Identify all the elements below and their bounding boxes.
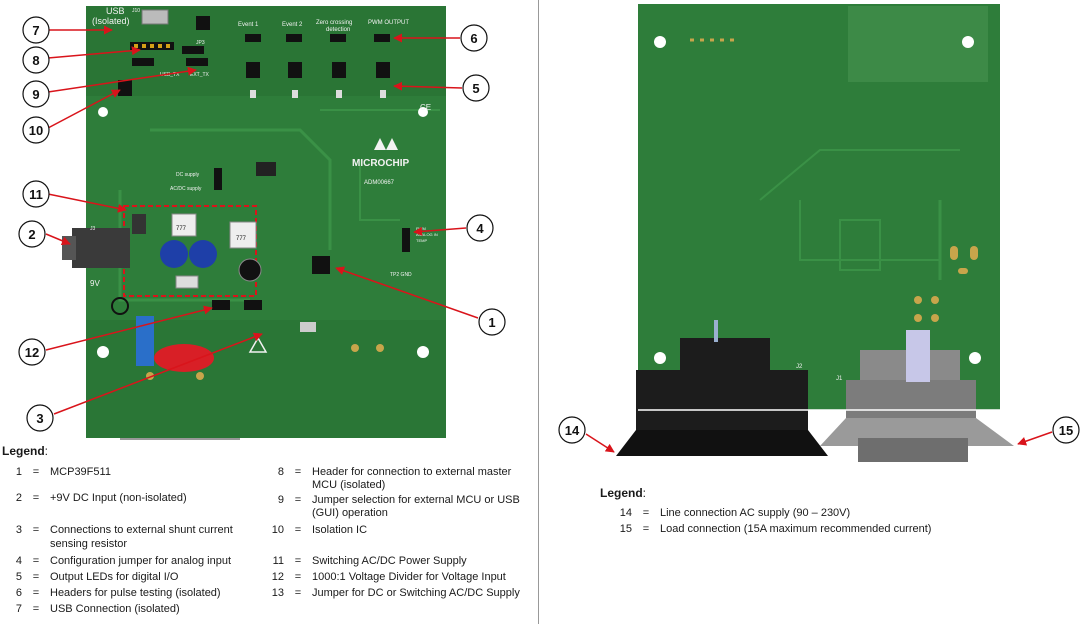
legend-item-9-cont: (GUI) operation	[312, 507, 388, 519]
legend-item-6: 6=Headers for pulse testing (isolated)	[15, 587, 221, 599]
right-callouts	[558, 416, 1080, 453]
legend-item-15: 15=Load connection (15A maximum recommen…	[619, 523, 932, 535]
legend-item-12: 12=1000:1 Voltage Divider for Voltage In…	[271, 571, 506, 583]
legend-item-4: 4=Configuration jumper for analog input	[15, 555, 232, 567]
left-legend-title: Legend:	[2, 444, 49, 458]
temp-label: TEMP	[416, 238, 427, 243]
callout-2: 2	[28, 227, 35, 242]
legend-item-8: 8=Header for connection to external mast…	[277, 466, 512, 478]
callout-15: 15	[1059, 423, 1073, 438]
legend-item-2: 2=+9V DC Input (non-isolated)	[15, 492, 187, 504]
legend-item-10: 10=Isolation IC	[271, 524, 368, 536]
acdc-supply-label: AC/DC supply	[170, 186, 202, 192]
j3-label: J3	[90, 226, 96, 232]
dc-supply-label: DC supply	[176, 172, 200, 178]
callout-10: 10	[29, 123, 43, 138]
pwm-label: PWM	[416, 226, 426, 231]
header-pwm-label: PWM OUTPUT	[368, 20, 409, 26]
callout-14: 14	[565, 423, 580, 438]
usb-label: USB	[106, 6, 125, 16]
usb-tx-label: USB_TX	[160, 72, 180, 78]
j1-label: J1	[836, 376, 843, 382]
legend-item-5: 5=Output LEDs for digital I/O	[15, 571, 179, 583]
callout-3: 3	[36, 411, 43, 426]
board-id-label: ADM00667	[364, 180, 395, 186]
right-pcb	[616, 4, 1014, 462]
left-pcb	[62, 6, 446, 440]
jack-9v-label: 9V	[90, 279, 100, 288]
header-zero-label: Zero crossing	[316, 20, 352, 26]
callout-11: 11	[29, 187, 43, 202]
legend-item-3: 3=Connections to external shunt current	[15, 524, 233, 536]
legend-item-9: 9=Jumper selection for external MCU or U…	[277, 494, 520, 506]
callout-5: 5	[472, 81, 479, 96]
jp3-label: JP3	[196, 40, 205, 46]
ext-label: EXT_TX	[190, 72, 210, 78]
microchip-logo-text: MICROCHIP	[352, 158, 410, 169]
callout-8: 8	[32, 53, 39, 68]
left-callouts	[18, 16, 506, 432]
callout-4: 4	[476, 221, 484, 236]
analog-in-label: ANALOG IN	[416, 232, 438, 237]
header-event1-label: Event 1	[238, 22, 259, 28]
callout-12: 12	[25, 345, 39, 360]
j2-label: J2	[796, 364, 803, 370]
right-legend-title: Legend:	[600, 486, 647, 500]
callout-6: 6	[470, 31, 477, 46]
callout-1: 1	[488, 315, 495, 330]
tp-gnd-label: TP2 GND	[390, 272, 412, 278]
inductor-mark-2: 777	[236, 236, 247, 242]
usb-isolated-label: (Isolated)	[92, 16, 130, 26]
legend-item-8-cont: MCU (isolated)	[312, 479, 386, 491]
legend-item-1: 1=MCP39F511	[15, 466, 111, 478]
inductor-mark-1: 777	[176, 226, 187, 232]
callout-7: 7	[32, 23, 39, 38]
legend-item-3-cont: sensing resistor	[50, 538, 128, 550]
callout-9: 9	[32, 87, 39, 102]
microchip-logo-icon	[374, 138, 398, 150]
legend-item-13: 13=Jumper for DC or Switching AC/DC Supp…	[271, 587, 520, 599]
legend-item-7: 7=USB Connection (isolated)	[15, 603, 180, 615]
header-detection-label: detection	[326, 27, 350, 33]
legend-item-14: 14=Line connection AC supply (90 – 230V)	[619, 507, 851, 519]
header-event2-label: Event 2	[282, 22, 303, 28]
panel-divider	[538, 0, 539, 624]
legend-item-11: 11=Switching AC/DC Power Supply	[272, 555, 467, 567]
j10-label: J10	[132, 8, 140, 14]
ce-mark: CE	[420, 103, 431, 112]
